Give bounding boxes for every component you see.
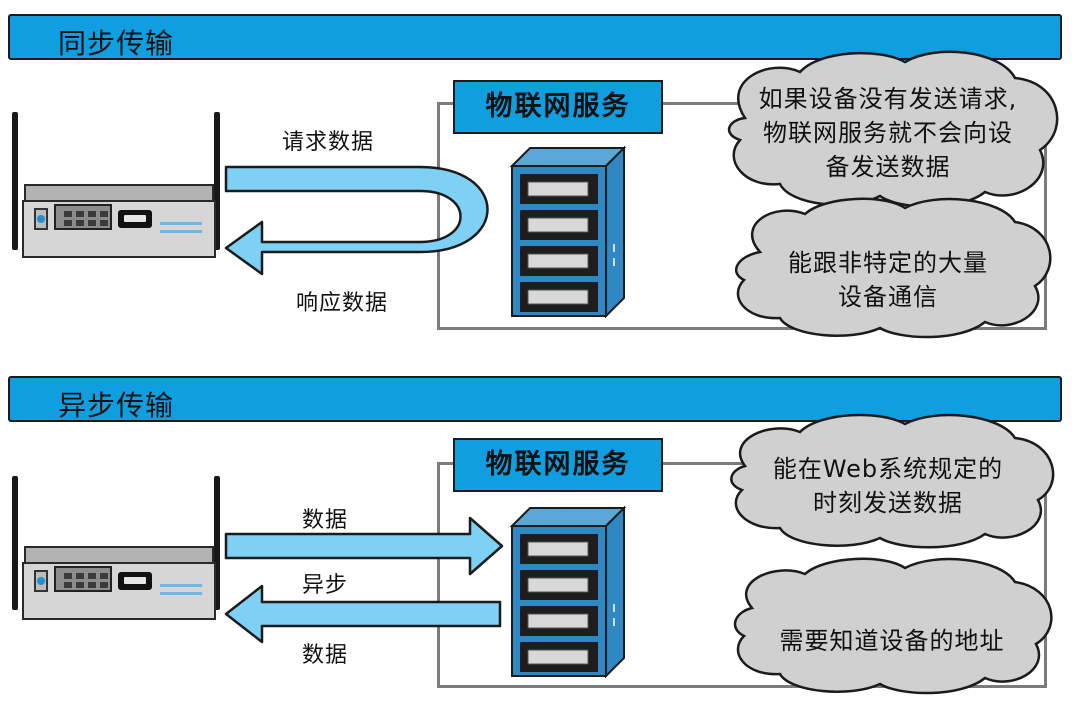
sync-section-title: 同步传输: [58, 27, 175, 60]
sync-service-label: 物联网服务: [453, 80, 663, 134]
async-upper-data-label: 数据: [302, 508, 349, 533]
async-cloud-bottom-text: 需要知道设备的地址: [779, 627, 1005, 655]
async-panel: 异步传输 物联网服务 数据 异步 数据 能在Web系统规定的 时刻发送数据 需要…: [0, 362, 1080, 724]
async-cloud-top-text: 能在Web系统规定的 时刻发送数据: [772, 455, 1004, 517]
async-section-header: 异步传输: [8, 376, 1062, 422]
async-section-title: 异步传输: [58, 389, 175, 422]
sync-request-label: 请求数据: [282, 130, 375, 155]
async-mode-label: 异步: [302, 573, 349, 598]
sync-panel: 同步传输 物联网服务 请求数据 响应数据 如果设备没有发送请求, 物联网服务就不…: [0, 0, 1080, 362]
sync-cloud-top-text: 如果设备没有发送请求, 物联网服务就不会向设 备发送数据: [758, 85, 1018, 181]
async-lower-data-label: 数据: [302, 643, 349, 668]
sync-section-header: 同步传输: [8, 14, 1062, 60]
sync-cloud-bottom-text: 能跟非特定的大量 设备通信: [788, 249, 988, 311]
sync-response-label: 响应数据: [296, 291, 389, 316]
async-service-label: 物联网服务: [453, 438, 663, 492]
